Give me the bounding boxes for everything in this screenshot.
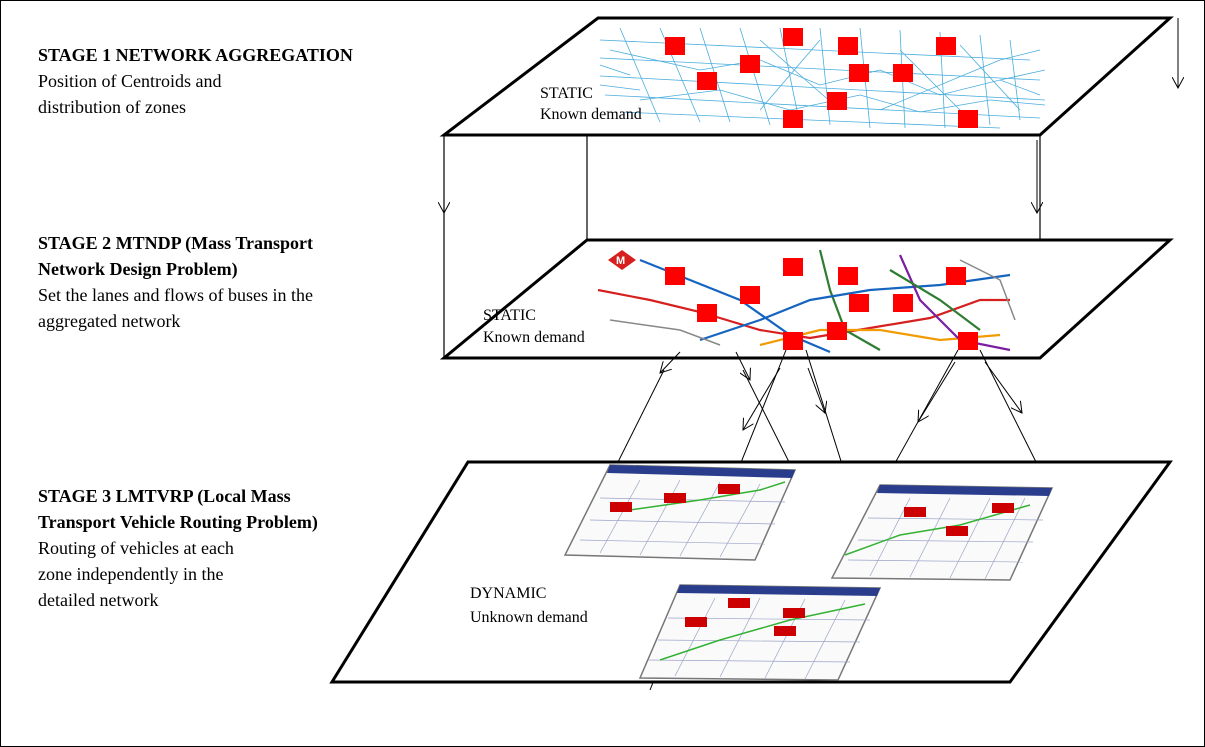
stage-2-text: STAGE 2 MTNDP (Mass Transport Network De…: [38, 230, 313, 334]
layer-3: DYNAMIC Unknown demand: [329, 460, 1173, 684]
stage-2-desc-line-2: aggregated network: [38, 311, 181, 331]
stage-2-desc-line-1: Set the lanes and flows of buses in the: [38, 285, 313, 305]
stage-2-title-line-2: Network Design Problem): [38, 259, 238, 279]
local-zone-marker: [946, 526, 968, 536]
projection-arrow: [807, 367, 825, 413]
projection-arrow: [918, 361, 956, 422]
centroid-marker: [783, 110, 803, 128]
projection-arrow: [660, 351, 681, 373]
layer-1: STATIC Known demand: [439, 16, 1174, 137]
local-zone-marker: [685, 617, 707, 627]
centroid-marker: [838, 267, 858, 285]
layer-1-zone-markers: [665, 28, 978, 128]
stage-arrows: [444, 18, 1178, 213]
local-zone-marker: [992, 503, 1014, 513]
layer-3-demand-label: Unknown demand: [470, 609, 588, 626]
centroid-marker: [697, 72, 717, 90]
local-zone-marker: [718, 484, 740, 494]
layer-2-zone-markers: [665, 258, 978, 350]
centroid-marker: [838, 37, 858, 55]
centroid-marker: [665, 37, 685, 55]
layer-3-type-label: DYNAMIC: [470, 585, 546, 602]
stage-1-desc-line-2: distribution of zones: [38, 97, 186, 117]
projection-arrow: [984, 361, 1022, 413]
stage-3-title-line-2: Transport Vehicle Routing Problem): [38, 512, 318, 532]
layer-1-demand-label: Known demand: [540, 106, 642, 123]
svg-text:M: M: [616, 255, 625, 267]
local-zone-marker: [774, 626, 796, 636]
centroid-marker: [893, 64, 913, 82]
local-zone-marker: [904, 507, 926, 517]
centroid-marker: [936, 37, 956, 55]
local-network-window: [638, 584, 882, 681]
projection-arrow: [743, 367, 781, 430]
centroid-marker: [697, 304, 717, 322]
stage-2-title-line-1: STAGE 2 MTNDP (Mass Transport: [38, 233, 314, 253]
stage-3-desc-line-1: Routing of vehicles at each: [38, 538, 234, 558]
projection-line: [742, 369, 794, 471]
centroid-marker: [783, 28, 803, 46]
local-zone-marker: [664, 493, 686, 503]
local-zone-marker: [610, 502, 632, 512]
layer-1-type-label: STATIC: [540, 85, 593, 102]
centroid-marker: [849, 64, 869, 82]
centroid-marker: [946, 267, 966, 285]
centroid-marker: [849, 294, 869, 312]
layer-2-plane: [439, 238, 1174, 360]
street-map-image: [599, 27, 1046, 129]
local-zone-marker: [728, 598, 750, 608]
layer-2-demand-label: Known demand: [483, 329, 585, 346]
local-network-window: [563, 464, 797, 561]
centroid-marker: [783, 258, 803, 276]
stage-3-desc-line-2: zone independently in the: [38, 564, 224, 584]
centroid-marker: [827, 322, 847, 340]
metro-logo-icon: M: [608, 250, 636, 270]
local-network-window: [830, 484, 1054, 581]
centroid-marker: [740, 55, 760, 73]
centroid-marker: [740, 286, 760, 304]
projection-arrow: [735, 351, 750, 380]
layer-2: M STATIC Known demand: [439, 238, 1174, 360]
stage-1-desc-line-1: Position of Centroids and: [38, 71, 222, 91]
stage-3-desc-line-3: detailed network: [38, 590, 159, 610]
stage-1-title: STAGE 1 NETWORK AGGREGATION: [38, 45, 353, 65]
centroid-marker: [783, 332, 803, 350]
stage-1-text: STAGE 1 NETWORK AGGREGATION Position of …: [38, 42, 353, 120]
stage-3-title-line-1: STAGE 3 LMTVRP (Local Mass: [38, 486, 291, 506]
stage-3-text: STAGE 3 LMTVRP (Local Mass Transport Veh…: [38, 483, 318, 613]
local-zone-marker: [783, 608, 805, 618]
centroid-marker: [893, 294, 913, 312]
centroid-marker: [958, 110, 978, 128]
centroid-marker: [665, 267, 685, 285]
centroid-marker: [958, 332, 978, 350]
projection-line: [613, 369, 665, 471]
layer-2-type-label: STATIC: [483, 307, 536, 324]
centroid-marker: [827, 92, 847, 110]
